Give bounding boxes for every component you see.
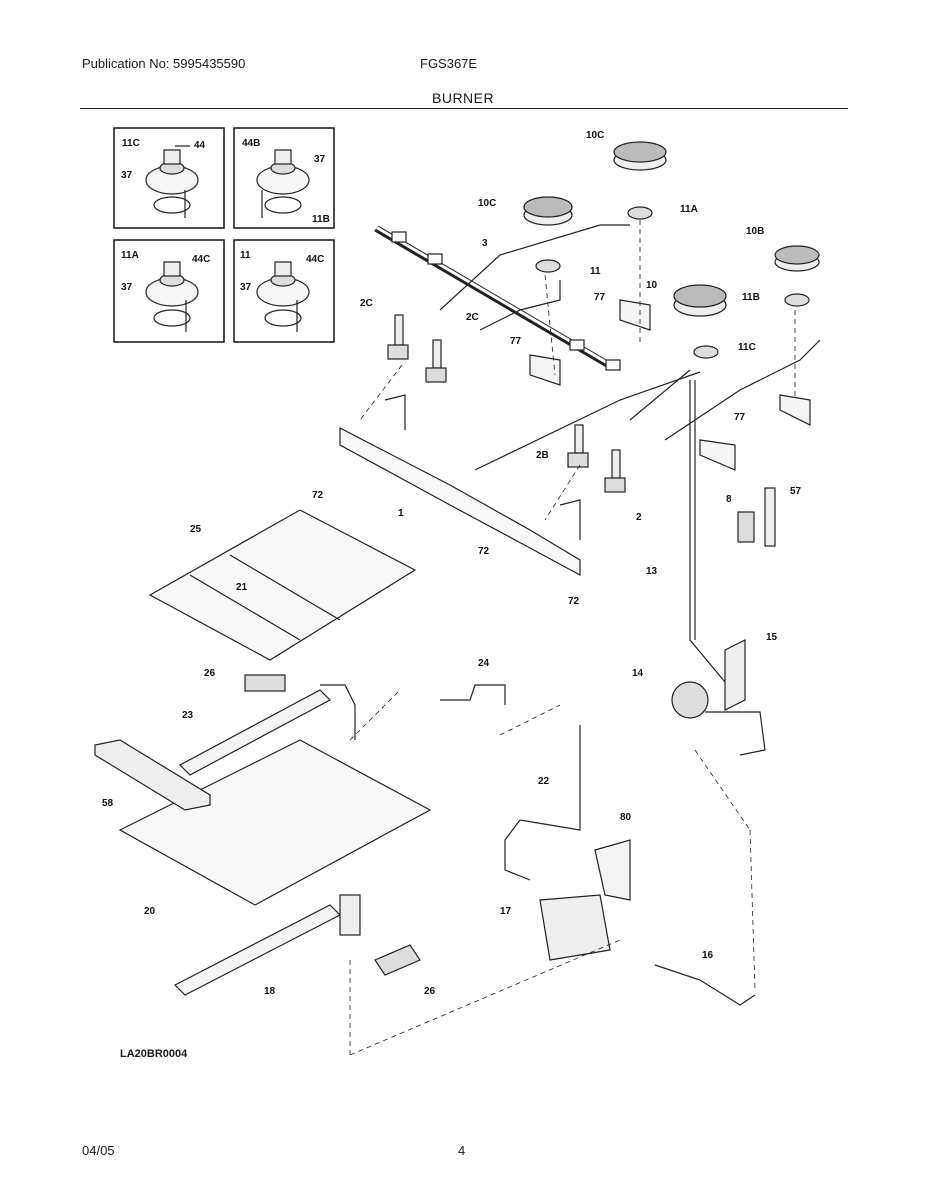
callout-22: 22 bbox=[538, 776, 550, 787]
heat-shield-25 bbox=[148, 509, 417, 661]
inset-label: 44 bbox=[194, 140, 206, 151]
inset-title: 11C bbox=[122, 138, 140, 149]
footer-date: 04/05 bbox=[82, 1143, 115, 1158]
inset-label: 37 bbox=[240, 282, 252, 293]
ignitor-harness bbox=[374, 225, 621, 371]
callout-77: 77 bbox=[734, 412, 746, 423]
callout-21: 21 bbox=[236, 582, 248, 593]
callout-72: 72 bbox=[478, 546, 490, 557]
callout-3: 3 bbox=[482, 238, 488, 249]
callout-57: 57 bbox=[790, 486, 802, 497]
gas-supply-assembly bbox=[504, 639, 766, 1006]
callout-80: 80 bbox=[620, 812, 632, 823]
inset-label: 37 bbox=[121, 170, 133, 181]
publication-number: Publication No: 5995435590 bbox=[82, 56, 246, 71]
callout-26: 26 bbox=[204, 668, 216, 679]
section-title: BURNER bbox=[432, 90, 495, 106]
manifold bbox=[339, 394, 581, 577]
callout-13: 13 bbox=[646, 566, 658, 577]
lower-burner-18 bbox=[173, 894, 421, 996]
inset-label: 44C bbox=[192, 254, 210, 265]
brackets-77 bbox=[529, 299, 811, 471]
callout-2b: 2B bbox=[536, 450, 549, 461]
callout-77: 77 bbox=[510, 336, 522, 347]
inset-title: 11A bbox=[121, 250, 139, 261]
gas-tubes bbox=[439, 224, 821, 701]
callout-23: 23 bbox=[182, 710, 194, 721]
callout-14: 14 bbox=[632, 668, 644, 679]
callout-11a: 11A bbox=[680, 204, 698, 215]
callout-10b: 10B bbox=[746, 226, 764, 237]
callout-2c: 2C bbox=[360, 298, 373, 309]
callout-18: 18 bbox=[264, 986, 276, 997]
inset-label: 37 bbox=[121, 282, 133, 293]
callout-8: 8 bbox=[726, 494, 732, 505]
switch-and-bracket bbox=[737, 487, 776, 547]
callout-2: 2 bbox=[636, 512, 642, 523]
inset-title: 11B bbox=[312, 214, 330, 225]
callout-16: 16 bbox=[702, 950, 714, 961]
shield-20-58 bbox=[94, 739, 432, 906]
inset-label: 44B bbox=[242, 138, 260, 149]
inset-title: 11 bbox=[240, 250, 251, 261]
valves bbox=[387, 314, 626, 493]
diagram-code: LA20BR0004 bbox=[120, 1048, 188, 1060]
callout-2c: 2C bbox=[466, 312, 479, 323]
callout-77: 77 bbox=[594, 292, 606, 303]
inset-11c bbox=[113, 127, 225, 229]
model-number: FGS367E bbox=[420, 56, 478, 71]
burner-tube-23 bbox=[179, 674, 506, 776]
inset-11a bbox=[113, 239, 225, 343]
callout-24: 24 bbox=[478, 658, 490, 669]
callout-11b: 11B bbox=[742, 292, 760, 303]
inset-label: 44C bbox=[306, 254, 324, 265]
callout-20: 20 bbox=[144, 906, 156, 917]
callout-10: 10 bbox=[646, 280, 658, 291]
callout-10c: 10C bbox=[478, 198, 496, 209]
callout-17: 17 bbox=[500, 906, 512, 917]
inset-11b bbox=[233, 127, 335, 229]
callout-72: 72 bbox=[568, 596, 580, 607]
burner-heads bbox=[523, 141, 820, 359]
callout-11: 11 bbox=[590, 266, 601, 277]
callout-labels: 11C 44 37 11B 44B 37 11A 44C 37 11 44C 3… bbox=[102, 130, 802, 997]
header-rule bbox=[80, 108, 848, 109]
callout-10c: 10C bbox=[586, 130, 604, 141]
callout-72: 72 bbox=[312, 490, 324, 501]
callout-11c: 11C bbox=[738, 342, 756, 353]
inset-11 bbox=[233, 239, 335, 343]
callout-15: 15 bbox=[766, 632, 778, 643]
alignment-lines bbox=[349, 220, 796, 1056]
inset-label: 37 bbox=[314, 154, 326, 165]
callout-26: 26 bbox=[424, 986, 436, 997]
page-number: 4 bbox=[458, 1143, 466, 1158]
callout-1: 1 bbox=[398, 508, 404, 519]
callout-58: 58 bbox=[102, 798, 114, 809]
callout-25: 25 bbox=[190, 524, 202, 535]
